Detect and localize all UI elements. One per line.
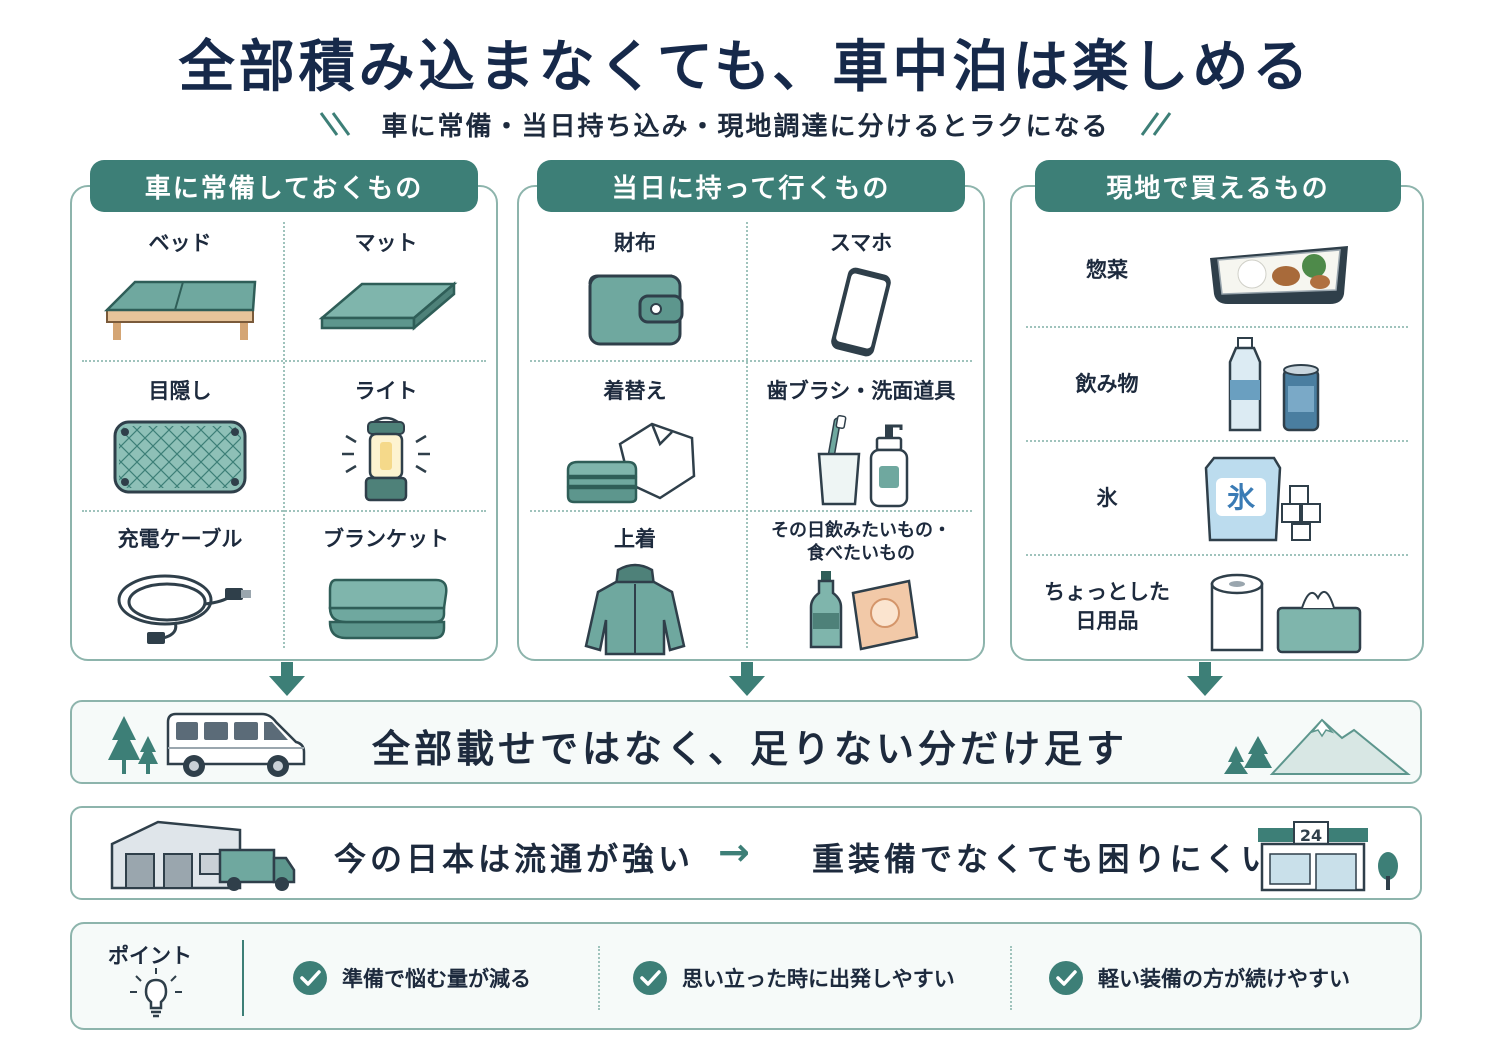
item-label: 歯ブラシ・洗面道具 [766,379,956,403]
points-label: ポイント [108,944,192,968]
banner1-text: 全部載せではなく、足りない分だけ足す [372,727,1129,771]
divider [82,510,486,512]
item-label: 目隠し [148,379,212,403]
point-item: 準備で悩む量が減る [292,960,531,996]
panel-header-always: 車に常備しておくもの [90,160,478,212]
tissue-icon [1210,573,1362,654]
window-shade-icon [113,420,247,494]
van-icon [166,712,306,777]
item-label: ライト [354,379,418,403]
wallet-icon [588,274,684,346]
ice-bag-icon: 氷 [1204,456,1321,542]
item-deli: 惣菜 [1012,216,1422,328]
item-clothes: 着替え [530,378,740,506]
divider [283,222,285,648]
toothbrush-icon [817,415,909,508]
warehouse-truck-icon [110,820,296,891]
divider [530,510,972,512]
panel-header-bring: 当日に持って行くもの [537,160,965,212]
page-title: 全部積み込まなくても、車中泊は楽しめる [178,35,1313,100]
divider [746,222,748,648]
check-circle-icon [633,961,667,995]
down-arrow-icon [1187,662,1223,696]
item-drinks: 飲み物 [1012,330,1422,442]
divider [530,360,972,362]
item-food-drink: その日飲みたいもの・ 食べたいもの [752,520,970,651]
subtitle-row: 車に常備・当日持ち込み・現地調達に分けるとラクになる [0,104,1491,144]
subtitle: 車に常備・当日持ち込み・現地調達に分けるとラクになる [381,111,1110,142]
item-label: 氷 [1096,486,1118,510]
item-jacket: 上着 [530,526,740,658]
item-label: ちょっとした 日用品 [1044,580,1170,634]
item-bed: ベッド [82,230,278,346]
check-circle-icon [293,961,327,995]
panel-bring-on-day [517,185,985,661]
clothes-icon [566,422,696,504]
store-sign: 24 [1300,826,1322,845]
mat-icon [318,281,458,331]
check-circle-icon [1049,961,1083,995]
down-arrow-icon [269,662,305,696]
item-label: その日飲みたいもの・ 食べたいもの [771,520,951,564]
divider [1026,440,1408,442]
point-item: 思い立った時に出発しやすい [632,960,955,996]
point-item: 軽い装備の方が続けやすい [1048,960,1350,996]
divider [1010,946,1012,1010]
ice-bag-label: 氷 [1227,481,1256,514]
item-phone: スマホ [752,230,970,358]
item-cable: 充電ケーブル [82,526,278,652]
point-text: 軽い装備の方が続けやすい [1098,967,1350,991]
slash-decoration-icon [320,112,351,136]
bed-icon [103,281,257,341]
snack-icon [809,571,919,651]
item-label: 着替え [603,379,667,403]
item-daily-goods: ちょっとした 日用品 [1012,558,1422,670]
down-arrow-icon [729,662,765,696]
item-label: スマホ [829,231,893,255]
item-shade: 目隠し [82,378,278,498]
points-box: ポイント 準備で悩む量が減る 思い立った時に出発しやすい 軽い装備の方が続けやす… [70,922,1422,1030]
item-wallet: 財布 [530,230,740,350]
slash-decoration-icon [1140,112,1171,136]
mountains-icon [1224,718,1411,775]
divider [1026,554,1408,556]
item-label: 財布 [614,231,656,255]
banner-add-only-needed: 全部載せではなく、足りない分だけ足す [70,700,1422,784]
divider [1026,326,1408,328]
point-text: 思い立った時に出発しやすい [682,967,955,991]
banner-distribution: 今の日本は流通が強い → 重装備でなくても困りにくい 24 [70,806,1422,900]
smartphone-icon [831,267,891,357]
convenience-store-icon: 24 [1258,821,1398,892]
lightbulb-icon [130,968,182,1018]
divider [82,360,486,362]
panel-header-buy: 現地で買えるもの [1035,160,1401,212]
point-text: 準備で悩む量が減る [342,967,531,991]
jacket-icon [584,564,686,656]
item-ice: 氷 氷 [1012,444,1422,556]
item-blanket: ブランケット [288,526,484,652]
item-mat: マット [288,230,484,346]
banner2-arrow: → [718,830,750,874]
divider [242,940,244,1016]
banner2-right-text: 重装備でなくても困りにくい [812,840,1277,878]
cable-icon [117,574,251,645]
blanket-icon [328,579,448,640]
lantern-icon [342,417,430,502]
item-label: ベッド [148,231,212,255]
item-label: 惣菜 [1086,258,1128,282]
item-label: 上着 [614,527,656,551]
item-label: 飲み物 [1075,372,1139,396]
item-label: 充電ケーブル [117,527,243,551]
banner2-left-text: 今の日本は流通が強い [334,840,695,878]
drinks-icon [1228,337,1320,432]
item-label: ブランケット [323,527,449,551]
divider [598,946,600,1010]
item-toiletries: 歯ブラシ・洗面道具 [752,378,970,510]
item-label: マット [354,231,418,255]
item-light: ライト [288,378,484,506]
bento-icon [1210,246,1348,304]
trees-icon [108,716,158,774]
